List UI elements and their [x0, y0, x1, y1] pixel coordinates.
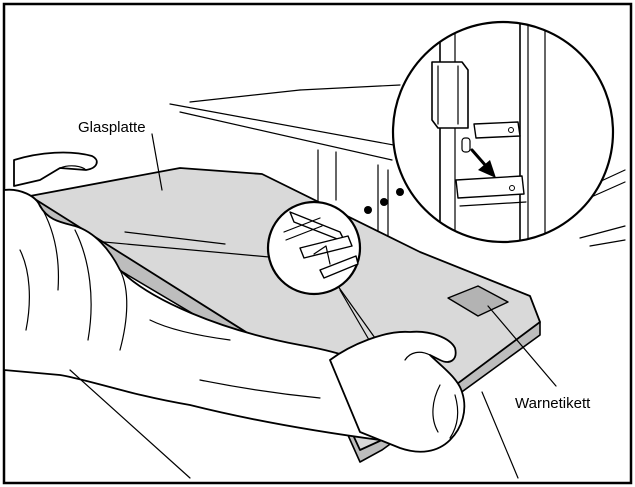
warning-label-leader [487, 305, 557, 387]
left-arm [3, 151, 381, 441]
warning-label-label: Warnetikett [515, 395, 591, 412]
glass-plate-label: Glasplatte [78, 119, 146, 136]
connector-dots [364, 188, 404, 214]
detail-circle-large [391, 20, 615, 244]
right-hand [329, 330, 466, 453]
warning-label-sticker [447, 285, 509, 317]
leader-lines [69, 133, 557, 479]
detail-circle-small [266, 200, 362, 296]
glass-plate-leader [151, 133, 163, 191]
